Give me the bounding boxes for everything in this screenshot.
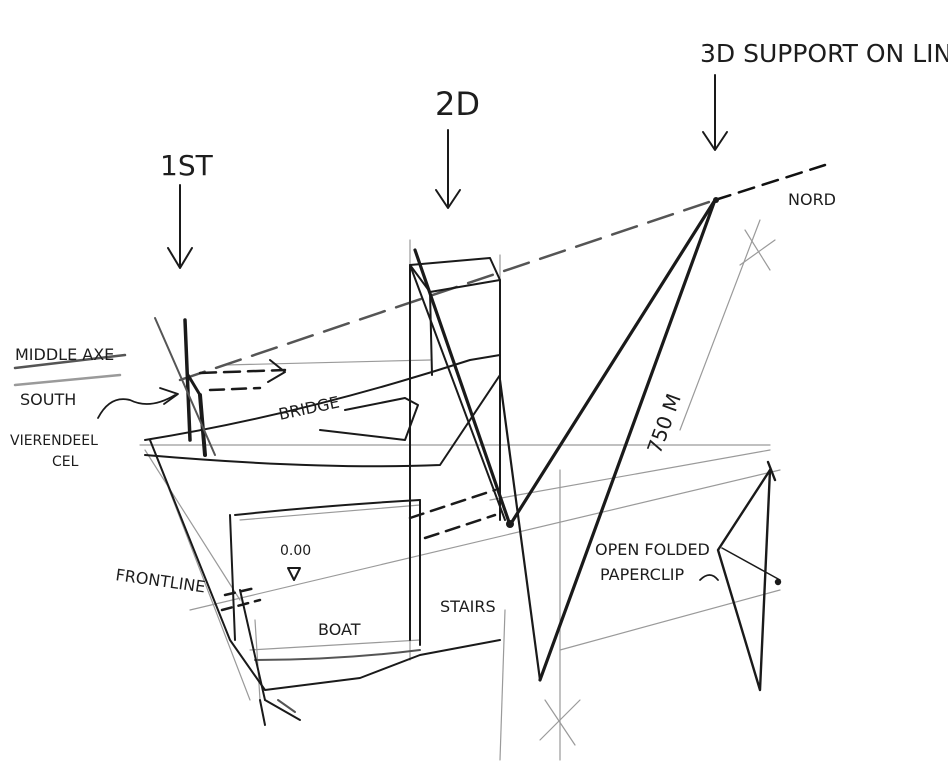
v-structure [409,198,717,682]
building-volume [144,257,501,726]
label-bridge: BRIDGE [277,393,341,424]
construction-lines [139,219,781,761]
label-middle-axe: MIDDLE AXE [15,345,114,364]
label-paperclip-2: PAPERCLIP [600,565,684,584]
bridge-dashes [198,359,497,612]
label-stairs: STAIRS [440,597,496,616]
arrow-down-icon-first [167,184,193,269]
labels: 1ST 2D 3D SUPPORT ON LINE. NORD MIDDLE A… [10,39,948,639]
label-second-support: 2D [435,85,480,123]
paperclip-drawing [699,460,782,692]
label-north: NORD [788,190,836,209]
joint-node-icon [506,520,514,528]
leader-arrows [97,387,179,419]
middle-axis-line [13,163,827,387]
label-third-support: 3D SUPPORT ON LINE. [700,39,948,68]
label-level: 0.00 [280,543,311,559]
label-vierendeel: VIERENDEEL [10,433,98,449]
label-span: 750 M [642,390,686,456]
label-frontline: FRONTLINE [114,565,206,596]
arrow-down-icon-second [435,129,461,209]
label-vierendeel-cel: CEL [52,454,79,470]
label-paperclip: OPEN FOLDED [595,540,710,559]
arrow-down-icon-third [702,74,728,151]
apex-node-icon [713,197,719,203]
label-first-support: 1ST [160,149,214,182]
support-arrows [167,74,728,269]
level-triangle-icon [287,567,301,581]
label-boat: BOAT [318,620,361,639]
label-south: SOUTH [20,390,76,409]
